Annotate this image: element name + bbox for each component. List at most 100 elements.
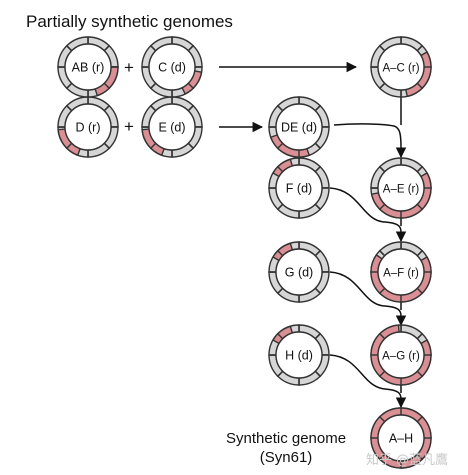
segment-divider (379, 166, 386, 173)
segment-divider (416, 370, 423, 377)
segment-divider (103, 142, 110, 149)
plasmid-a-c: A–C (r) (370, 36, 432, 98)
plasmid-label: A–C (r) (382, 63, 419, 75)
segment-divider (277, 333, 284, 340)
segment-divider (379, 333, 386, 340)
plasmid-e: E (d) (141, 96, 203, 158)
plasmid-core (377, 414, 425, 462)
segment-divider (416, 203, 423, 210)
plasmid-d: D (r) (57, 96, 119, 158)
plasmid-label: A–H (389, 432, 413, 446)
segment-divider (277, 166, 284, 173)
segment-divider (416, 287, 423, 294)
plasmid-label: D (r) (76, 121, 101, 135)
plasmid-label: A–G (r) (382, 351, 420, 363)
segment-divider (187, 82, 194, 89)
plasmid-a-e: A–E (r) (370, 157, 432, 219)
plasmid-core (377, 164, 425, 212)
segment-divider (277, 287, 284, 294)
segment-divider (379, 203, 386, 210)
segment-divider (277, 105, 284, 112)
segment-divider (150, 142, 157, 149)
segment-divider (416, 416, 423, 423)
plasmid-f: F (d) (268, 157, 330, 219)
plasmid-c: C (d) (141, 36, 203, 98)
segment-divider (150, 105, 157, 112)
segment-divider (187, 142, 194, 149)
segment-divider (277, 250, 284, 257)
plasmid-core (377, 331, 425, 379)
plasmid-label: F (d) (286, 182, 312, 196)
plasmid-label: C (d) (158, 61, 186, 75)
segment-divider (379, 453, 386, 460)
plasmid-g: G (d) (268, 241, 330, 303)
plasmid-core (377, 43, 425, 91)
plasmid-core (275, 331, 323, 379)
segment-divider (277, 142, 284, 149)
segment-divider (379, 82, 386, 89)
plasmid-label: G (d) (285, 266, 313, 280)
segment-divider (379, 370, 386, 377)
segment-divider (314, 166, 321, 173)
plasmid-ab: AB (r) (57, 36, 119, 98)
segment-divider (314, 105, 321, 112)
plasmid-label: AB (r) (72, 61, 105, 75)
final-genome-caption: Synthetic genome (Syn61) (226, 429, 346, 467)
final-genome-label: Synthetic genome (226, 430, 347, 447)
arrow-h-to-a-h (329, 354, 407, 409)
segment-divider (314, 142, 321, 149)
segment-divider (416, 250, 423, 257)
plasmid-label: E (d) (158, 121, 185, 135)
segment-divider (66, 82, 73, 89)
plasmid-a-f: A–F (r) (370, 241, 432, 303)
segment-divider (379, 287, 386, 294)
plasmid-core (64, 43, 112, 91)
segment-divider (277, 370, 284, 377)
plus-sign-1: + (124, 58, 134, 77)
segment-divider (314, 203, 321, 210)
connector-arrows (219, 61, 407, 409)
plasmid-core (377, 248, 425, 296)
plasmid-a-h: A–H (370, 407, 432, 469)
plus-sign-2: + (124, 117, 134, 136)
segment-divider (314, 333, 321, 340)
segment-divider (379, 416, 386, 423)
segment-divider (103, 82, 110, 89)
diagram-title: Partially synthetic genomes (26, 12, 233, 31)
final-genome-sublabel: (Syn61) (259, 449, 313, 466)
segment-divider (416, 45, 423, 52)
segment-divider (150, 45, 157, 52)
segment-divider (66, 142, 73, 149)
plasmid-label: A–E (r) (383, 184, 420, 196)
plasmid-core (275, 164, 323, 212)
segment-divider (416, 166, 423, 173)
arrow-g-to-a-g (329, 271, 407, 327)
segment-divider (277, 203, 284, 210)
segment-divider (66, 45, 73, 52)
segment-divider (187, 105, 194, 112)
segment-divider (416, 82, 423, 89)
watermark-text: 知乎 @蓝凡鷹 (366, 453, 449, 468)
arrow-f-to-a-f (329, 187, 407, 243)
plasmid-de: DE (d) (268, 96, 330, 158)
plasmid-a-g: A–G (r) (370, 324, 432, 386)
segment-divider (150, 82, 157, 89)
plasmid-core (64, 103, 112, 151)
segment-divider (314, 250, 321, 257)
plasmid-core (275, 103, 323, 151)
plasmid-label: A–F (r) (383, 268, 419, 280)
plasmid-h: H (d) (268, 324, 330, 386)
segment-divider (416, 333, 423, 340)
plasmid-core (275, 248, 323, 296)
segment-divider (379, 45, 386, 52)
plasmid-core (148, 43, 196, 91)
segment-divider (187, 45, 194, 52)
segment-divider (103, 105, 110, 112)
plasmid-label: DE (d) (281, 121, 317, 135)
segment-divider (314, 370, 321, 377)
segment-divider (379, 250, 386, 257)
segment-divider (314, 287, 321, 294)
segment-divider (103, 45, 110, 52)
arrow-de-and-a-c-to-a-e (333, 123, 407, 159)
